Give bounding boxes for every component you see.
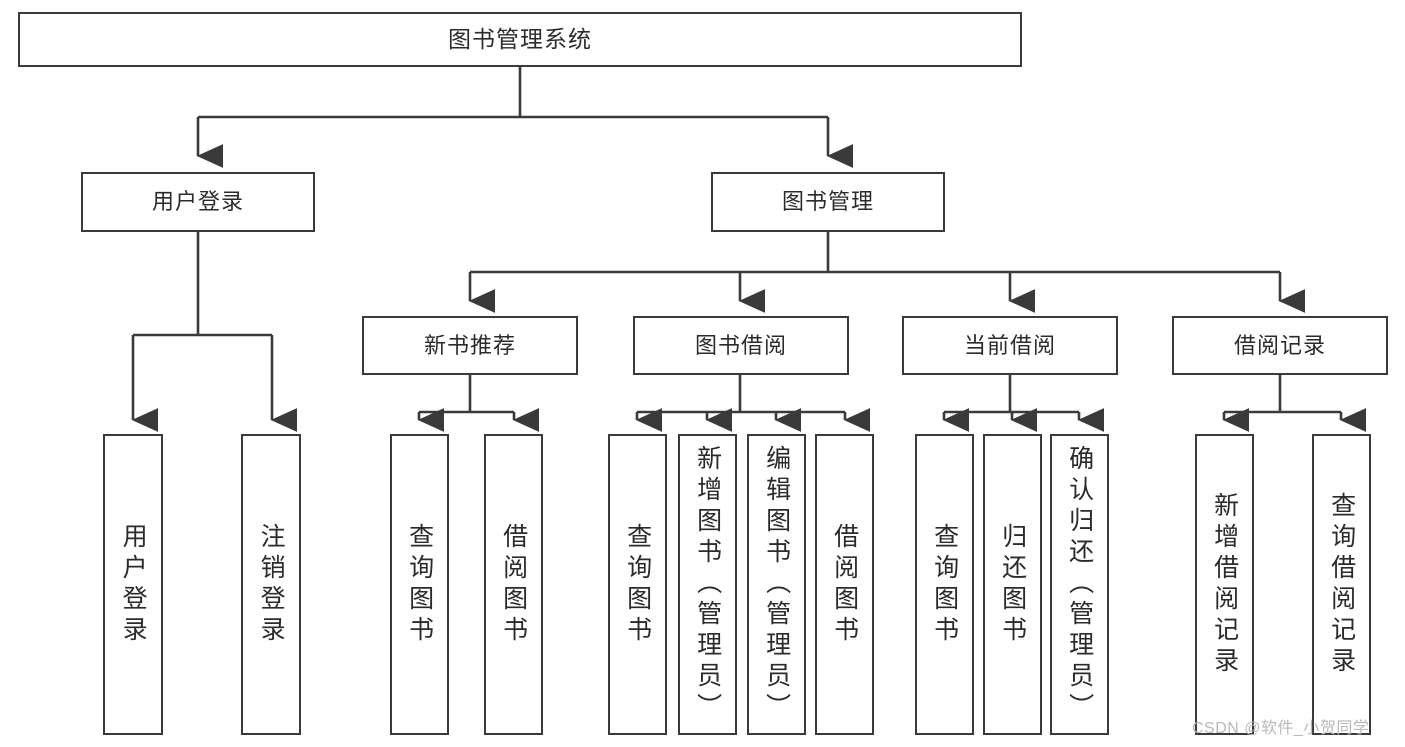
leaf-query-book-current[interactable]: 查询图书 (915, 434, 974, 735)
node-label: 当前借阅 (963, 332, 1056, 358)
node-label: 图书借阅 (694, 332, 787, 358)
node-label: 确认归还（管理员） (1065, 445, 1094, 724)
node-label: 编辑图书（管理员） (762, 445, 791, 724)
leaf-confirm-return-admin[interactable]: 确认归还（管理员） (1050, 434, 1109, 735)
node-label: 查询图书 (405, 522, 434, 647)
node-label: 注销登录 (257, 522, 286, 647)
leaf-query-book-recommend[interactable]: 查询图书 (390, 434, 449, 735)
leaf-borrow-book[interactable]: 借阅图书 (815, 434, 874, 735)
leaf-edit-book-admin[interactable]: 编辑图书（管理员） (747, 434, 806, 735)
leaf-return-book[interactable]: 归还图书 (983, 434, 1042, 735)
leaf-user-login[interactable]: 用户登录 (103, 434, 163, 735)
csdn-watermark: CSDN @软件_小贺同学 (1192, 720, 1370, 737)
leaf-query-borrow-record[interactable]: 查询借阅记录 (1312, 434, 1371, 735)
node-borrow-record[interactable]: 借阅记录 (1172, 316, 1388, 375)
leaf-borrow-book-recommend[interactable]: 借阅图书 (484, 434, 543, 735)
node-user-login[interactable]: 用户登录 (81, 172, 315, 232)
node-label: 新增图书（管理员） (693, 445, 722, 724)
node-label: 查询借阅记录 (1327, 491, 1356, 678)
node-label: 查询图书 (930, 522, 959, 647)
node-label: 新书推荐 (423, 332, 516, 358)
leaf-query-book-borrow[interactable]: 查询图书 (608, 434, 667, 735)
leaf-logout[interactable]: 注销登录 (241, 434, 301, 735)
node-label: 借阅记录 (1233, 332, 1326, 358)
node-root-system[interactable]: 图书管理系统 (18, 12, 1022, 67)
node-label: 借阅图书 (499, 522, 528, 647)
node-label: 借阅图书 (830, 522, 859, 647)
node-label: 归还图书 (998, 522, 1027, 647)
node-label: 图书管理系统 (448, 25, 592, 52)
node-label: 用户登录 (119, 522, 148, 647)
node-book-management[interactable]: 图书管理 (711, 172, 945, 232)
node-label: 查询图书 (623, 522, 652, 647)
leaf-add-book-admin[interactable]: 新增图书（管理员） (678, 434, 737, 735)
node-current-borrow[interactable]: 当前借阅 (902, 316, 1118, 375)
node-label: 新增借阅记录 (1210, 491, 1239, 678)
leaf-add-borrow-record[interactable]: 新增借阅记录 (1195, 434, 1254, 735)
node-book-borrow[interactable]: 图书借阅 (633, 316, 849, 375)
node-new-book-recommend[interactable]: 新书推荐 (362, 316, 578, 375)
node-label: 图书管理 (781, 189, 874, 215)
node-label: 用户登录 (151, 189, 244, 215)
